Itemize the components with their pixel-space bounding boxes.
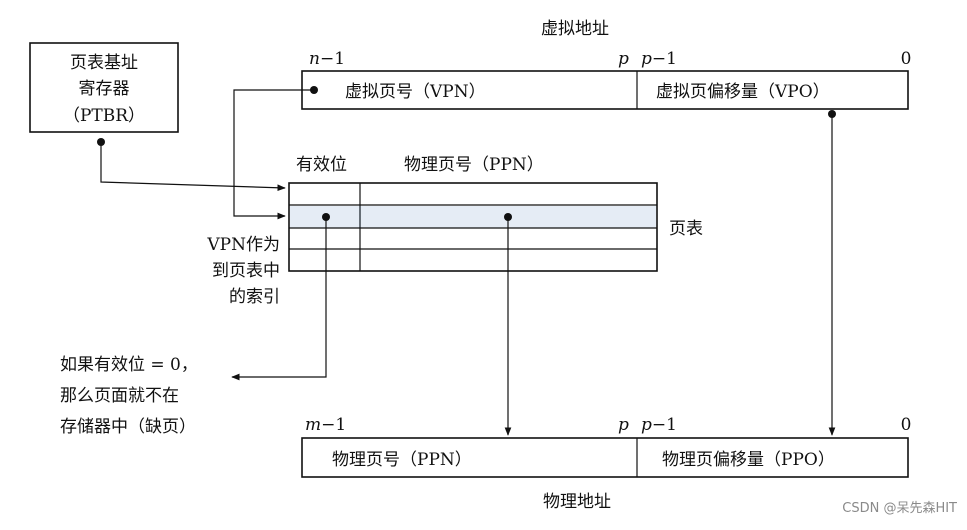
vpn-note-line3: 的索引 bbox=[229, 287, 280, 307]
selected-pte-highlight bbox=[290, 206, 656, 228]
pa-bit-high: m−1 bbox=[305, 415, 346, 435]
ptbr-source-dot bbox=[97, 138, 105, 146]
fault-note-line3: 存储器中（缺页） bbox=[60, 417, 196, 437]
va-bit-high: n−1 bbox=[309, 49, 345, 69]
valid-bit-header: 有效位 bbox=[296, 155, 347, 175]
vpn-note-line2: 到页表中 bbox=[212, 261, 280, 281]
physical-address-box bbox=[301, 437, 909, 478]
page-table-box bbox=[288, 182, 658, 272]
va-bit-low: 0 bbox=[901, 49, 912, 69]
vpn-field-label: 虚拟页号（VPN） bbox=[345, 82, 486, 102]
pa-bit-split-right: p−1 bbox=[641, 415, 677, 435]
ppn-column-header: 物理页号（PPN） bbox=[404, 155, 544, 175]
ppn-field-label: 物理页号（PPN） bbox=[332, 450, 472, 470]
ptbr-label-line1: 页表基址 bbox=[70, 53, 138, 73]
page-fault-note: 如果有效位 = 0， 那么页面就不在 存储器中（缺页） bbox=[60, 355, 198, 437]
vpn-index-note: VPN作为 到页表中 的索引 bbox=[206, 235, 280, 307]
fault-note-line1: 如果有效位 = 0， bbox=[60, 355, 198, 375]
virtual-address: 虚拟地址 n−1 p p−1 0 虚拟页号（VPN） 虚拟页偏移量（VPO） bbox=[301, 19, 912, 118]
vpo-field-label: 虚拟页偏移量（VPO） bbox=[656, 82, 830, 102]
ptbr-label-line3: （PTBR） bbox=[63, 106, 145, 126]
ptbr-register: 页表基址 寄存器 （PTBR） bbox=[29, 42, 179, 133]
ptbr-to-page-table-arrow bbox=[100, 142, 286, 192]
ppo-field-label: 物理页偏移量（PPO） bbox=[662, 450, 835, 470]
virtual-address-box bbox=[301, 70, 909, 110]
ptbr-label-line2: 寄存器 bbox=[79, 79, 130, 99]
va-bit-split-left: p bbox=[618, 49, 629, 69]
physical-address: m−1 p p−1 0 物理页号（PPN） 物理页偏移量（PPO） 物理地址 bbox=[301, 415, 912, 512]
watermark: CSDN @呆先森HIT bbox=[842, 501, 957, 516]
valid-bit-fault-arrow bbox=[231, 217, 327, 381]
page-table-side-label: 页表 bbox=[669, 219, 703, 239]
ptbr-box bbox=[29, 42, 179, 133]
fault-note-line2: 那么页面就不在 bbox=[60, 386, 179, 406]
page-table: 有效位 物理页号（PPN） 页表 bbox=[288, 155, 703, 272]
physical-address-title: 物理地址 bbox=[543, 492, 611, 512]
vpn-index-arrow bbox=[233, 89, 314, 220]
pa-bit-split-left: p bbox=[618, 415, 629, 435]
vpn-note-line1: VPN作为 bbox=[206, 235, 280, 255]
pa-bit-low: 0 bbox=[901, 415, 912, 435]
virtual-address-title: 虚拟地址 bbox=[541, 19, 609, 39]
va-bit-split-right: p−1 bbox=[641, 49, 677, 69]
